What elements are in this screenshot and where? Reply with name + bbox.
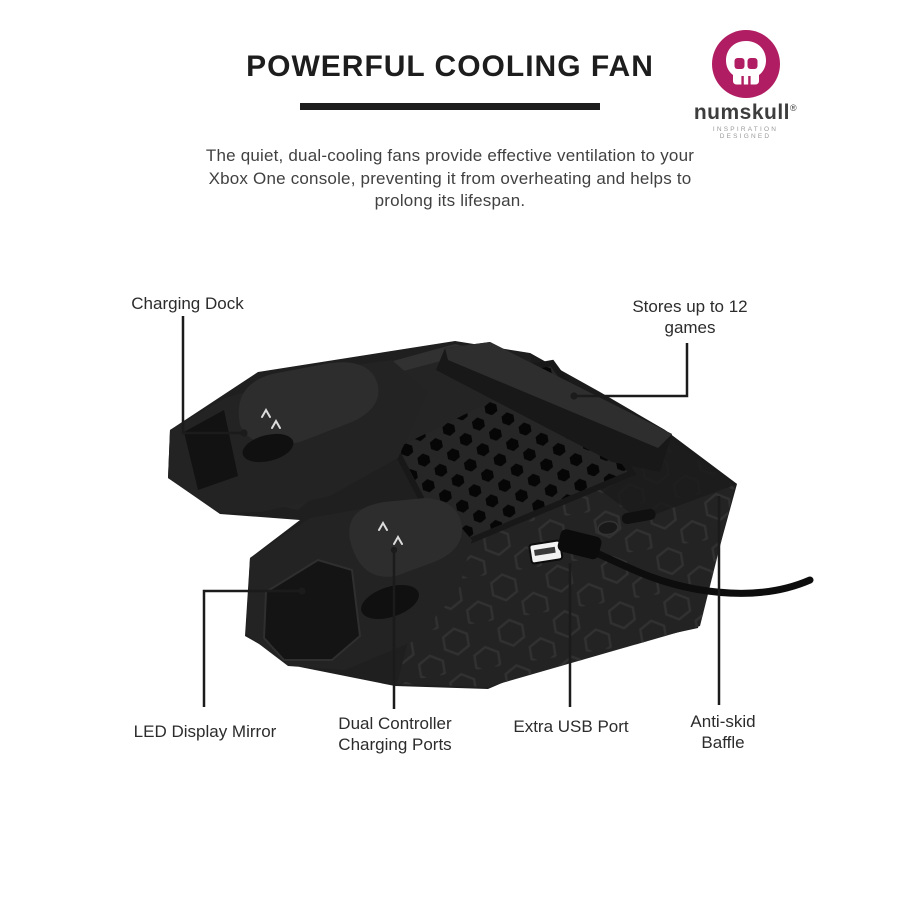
controller-dock-rear bbox=[168, 360, 428, 513]
cooling-stand bbox=[168, 341, 814, 689]
callout-line-charging-dock bbox=[181, 316, 243, 435]
callout-lines bbox=[181, 316, 721, 709]
endpoint-dual-controller bbox=[390, 546, 398, 554]
charge-pin-marks-front bbox=[378, 520, 403, 545]
registered-mark: ® bbox=[790, 103, 798, 113]
page-title: POWERFUL COOLING FAN bbox=[246, 50, 654, 83]
brand-wordmark: numskull® bbox=[693, 101, 798, 124]
description-line: The quiet, dual-cooling fans provide eff… bbox=[205, 146, 695, 165]
callout-label-extra-usb-port: Extra USB Port bbox=[513, 717, 629, 736]
callout-line-led-display bbox=[202, 589, 300, 707]
callout-line-stores-games bbox=[575, 343, 689, 398]
endpoint-charging-dock bbox=[240, 429, 248, 437]
game-storage-rail-top bbox=[445, 342, 672, 448]
callout-label-stores-games: Stores up to 12 games bbox=[632, 297, 748, 338]
controller-dock-front bbox=[246, 498, 472, 670]
callout-label-charging-dock: Charging Dock bbox=[131, 294, 244, 313]
product-description: The quiet, dual-cooling fans provide eff… bbox=[170, 145, 730, 213]
title-underline bbox=[300, 103, 600, 110]
endpoint-stores-games bbox=[570, 392, 578, 400]
numskull-skull-icon bbox=[711, 30, 780, 98]
rear-dock-cradle bbox=[242, 433, 294, 463]
brand-logo: numskull® INSPIRATION DESIGNED bbox=[693, 28, 798, 140]
usb-port-tongue bbox=[534, 546, 556, 556]
front-dock-saddle bbox=[349, 498, 463, 577]
cable-plug bbox=[557, 529, 602, 560]
callout-endpoints bbox=[240, 392, 578, 595]
description-line: prolong its lifespan. bbox=[374, 191, 526, 211]
front-dock-cradle bbox=[361, 584, 419, 620]
charge-pin-marks-rear bbox=[261, 407, 281, 429]
endpoint-led-display bbox=[298, 587, 306, 595]
callout-label-dual-controller-ports: Dual Controller Charging Ports bbox=[338, 714, 452, 755]
power-button bbox=[597, 520, 619, 536]
brand-tagline: INSPIRATION DESIGNED bbox=[712, 126, 779, 140]
callout-label-anti-skid-baffle: Anti-skid Baffle bbox=[690, 712, 756, 753]
description-line: Xbox One console, preventing it from ove… bbox=[208, 168, 692, 188]
led-display-mirror-panel bbox=[262, 558, 362, 661]
callout-label-led-display-mirror: LED Display Mirror bbox=[133, 722, 277, 741]
rear-slot bbox=[621, 508, 656, 525]
rear-dock-recess bbox=[184, 410, 238, 490]
power-cable bbox=[581, 544, 814, 597]
usb-and-cable bbox=[528, 508, 814, 597]
